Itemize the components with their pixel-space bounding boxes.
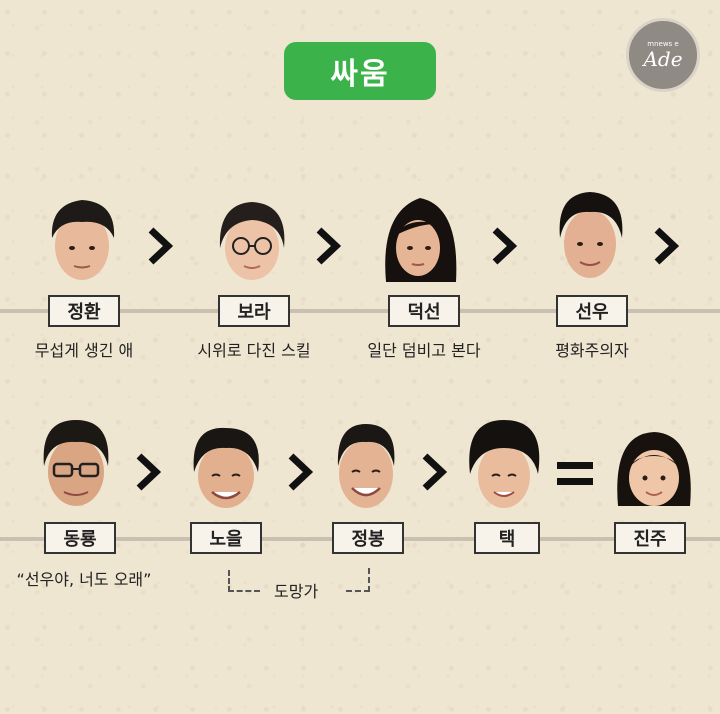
- name-label: 정봉: [351, 529, 385, 550]
- face-junghwan: [44, 194, 120, 286]
- name-label: 노을: [209, 529, 243, 550]
- ade-logo: mnews e Ade: [626, 18, 700, 92]
- name-label: 덕선: [407, 302, 441, 323]
- arrow-right-icon: [422, 453, 448, 491]
- name-junghwan: 정환: [48, 295, 120, 327]
- desc-sunwoo: 평화주의자: [555, 341, 629, 360]
- equals-icon: [557, 462, 593, 486]
- arrow-right-icon: [316, 227, 342, 265]
- bracket-left: [228, 570, 260, 592]
- desc-bora: 시위로 다진 스킬: [197, 341, 311, 360]
- name-dongryong: 동룡: [44, 522, 116, 554]
- desc-junghwan: 무섭게 생긴 애: [34, 341, 134, 360]
- face-bora: [214, 198, 290, 286]
- bracket-right: [346, 568, 370, 592]
- arrow-right-icon: [492, 227, 518, 265]
- name-label: 정환: [67, 302, 101, 323]
- name-jinju: 진주: [614, 522, 686, 554]
- face-jinju: [614, 428, 694, 512]
- logo-big-text: Ade: [643, 47, 683, 71]
- name-label: 택: [498, 529, 516, 550]
- name-deokseon: 덕선: [388, 295, 460, 327]
- name-jungbong: 정봉: [332, 522, 404, 554]
- title-text: 싸움: [330, 57, 390, 92]
- face-dongryong: [36, 416, 116, 512]
- face-noeul: [186, 424, 266, 512]
- row1-line: [0, 309, 720, 313]
- title-badge: 싸움: [284, 42, 436, 100]
- logo-small-text: mnews e: [647, 40, 679, 48]
- arrow-right-icon: [288, 453, 314, 491]
- arrow-right-icon: [654, 227, 680, 265]
- face-deokseon: [380, 192, 460, 288]
- name-label: 선우: [575, 302, 609, 323]
- runaway-label: 도망가: [268, 578, 325, 602]
- name-label: 동룡: [63, 529, 97, 550]
- face-jungbong: [330, 420, 402, 512]
- arrow-right-icon: [136, 453, 162, 491]
- desc-deokseon: 일단 덤비고 본다: [367, 341, 481, 360]
- face-sunwoo: [552, 188, 628, 284]
- name-taek: 택: [474, 522, 540, 554]
- name-sunwoo: 선우: [556, 295, 628, 327]
- name-bora: 보라: [218, 295, 290, 327]
- quote-dongryong: “선우야, 너도 오래”: [16, 570, 152, 589]
- arrow-right-icon: [148, 227, 174, 265]
- name-label: 진주: [633, 529, 667, 550]
- name-noeul: 노을: [190, 522, 262, 554]
- face-taek: [466, 418, 542, 514]
- name-label: 보라: [237, 302, 271, 323]
